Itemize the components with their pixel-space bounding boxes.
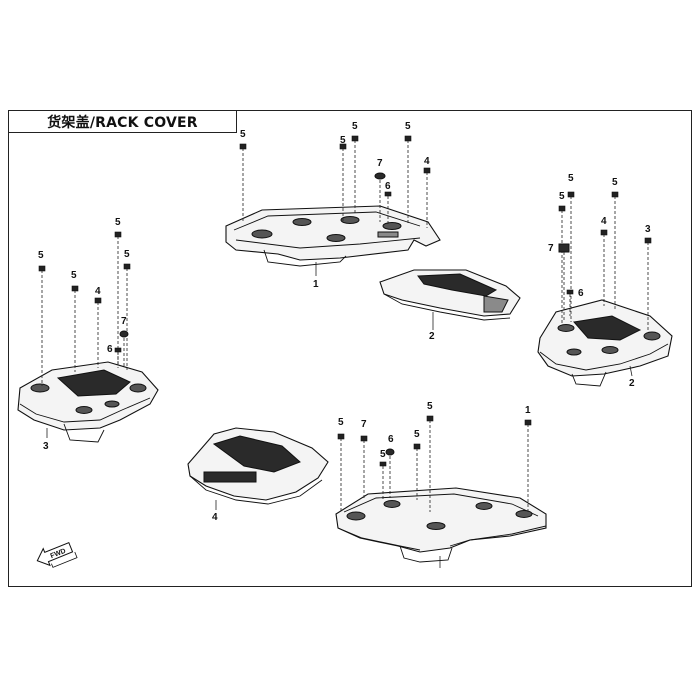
screw-icon [524, 419, 532, 426]
mount-hole [382, 222, 402, 230]
callout-label: 2 [429, 331, 435, 342]
mount-hole [643, 331, 661, 341]
mount-hole [557, 324, 575, 332]
mount-hole [475, 502, 493, 510]
screws-top-center [239, 135, 431, 276]
callout-label: 5 [338, 417, 344, 428]
callout-label: 5 [71, 270, 77, 281]
screw-icon [567, 191, 575, 198]
assembly-cover-lower: 4 [187, 427, 329, 523]
callout-label: 4 [424, 156, 430, 167]
screw-icon [558, 205, 566, 212]
callout-label: 7 [121, 316, 127, 327]
screw-icon [114, 231, 122, 238]
rack-cover-left [17, 361, 159, 431]
mount-hole [346, 511, 366, 521]
callout-label: 6 [388, 434, 394, 445]
callout-label: 4 [95, 286, 101, 297]
grommet-icon [385, 448, 395, 456]
callout-label: 7 [361, 419, 367, 430]
mount-hole [426, 522, 446, 530]
grommet-icon [119, 330, 129, 338]
assembly-top-center: 5 5 5 7 6 4 1 5 [225, 121, 441, 290]
slot [377, 231, 399, 238]
screw-icon [404, 135, 412, 142]
clip-icon [566, 289, 574, 295]
callout-label: 1 [313, 279, 319, 290]
mount-hole [292, 218, 312, 226]
diagram-frame [8, 110, 692, 587]
callout-label: 5 [405, 121, 411, 132]
screw-icon [337, 433, 345, 440]
callout-label: 7 [377, 158, 383, 169]
callout-label: 5 [414, 429, 420, 440]
clip-icon [384, 191, 392, 197]
callout-label: 5 [612, 177, 618, 188]
mount-hole [340, 216, 360, 224]
logo-plate [203, 471, 257, 483]
mount-hole [129, 383, 147, 393]
fwd-arrow-icon: FWD [36, 541, 78, 568]
screw-icon [339, 143, 347, 150]
callout-label: 7 [548, 243, 554, 254]
callout-label: 1 [525, 405, 531, 416]
screw-icon [413, 443, 421, 450]
mount-hole [251, 229, 273, 239]
callout-label: 5 [352, 121, 358, 132]
screw-icon [38, 265, 46, 272]
assembly-left: 5 5 5 4 7 6 5 3 [17, 217, 159, 452]
callout-label: 5 [559, 191, 565, 202]
callout-label: 5 [427, 401, 433, 412]
mount-hole [104, 400, 120, 408]
screw-icon [644, 237, 652, 244]
screw-icon [611, 191, 619, 198]
callout-label: 6 [107, 344, 113, 355]
screw-icon [123, 263, 131, 270]
callout-label: 3 [43, 441, 49, 452]
mount-hole [326, 234, 346, 242]
callout-label: 6 [578, 288, 584, 299]
mount-hole [383, 500, 401, 508]
mount-hole [566, 348, 582, 356]
mount-hole [601, 346, 619, 354]
assembly-lower-right: 5 7 6 5 5 5 1 [335, 401, 547, 568]
screw-icon [600, 229, 608, 236]
callout-label: 4 [212, 512, 218, 523]
diagram-title: 货架盖/RACK COVER [47, 114, 198, 131]
callout-label: 5 [124, 249, 130, 260]
screw-icon [94, 297, 102, 304]
mount-hole [30, 383, 50, 393]
rack-cover-base-lower [335, 487, 547, 553]
mount-hole [515, 510, 533, 518]
callout-label: 2 [629, 378, 635, 389]
callout-label: 5 [115, 217, 121, 228]
callout-label: 6 [385, 181, 391, 192]
assembly-cover-mid: 2 [379, 269, 521, 342]
screw-icon [239, 143, 247, 150]
clip-icon [379, 461, 387, 467]
screw-icon [360, 435, 368, 442]
callout-label: 5 [568, 173, 574, 184]
grommet-icon [558, 243, 570, 253]
title-box: 货架盖/RACK COVER [8, 110, 237, 133]
clip-icon [114, 347, 122, 353]
screw-icon [351, 135, 359, 142]
screw-icon [423, 167, 431, 174]
grommet-icon [374, 172, 386, 180]
callout-label: 5 [380, 449, 386, 460]
callout-label: 5 [340, 135, 346, 146]
screw-icon [426, 415, 434, 422]
mount-hole [75, 406, 93, 414]
screw-icon [71, 285, 79, 292]
callout-label: 5 [240, 129, 246, 140]
callout-label: 4 [601, 216, 607, 227]
callout-label: 3 [645, 224, 651, 235]
assembly-right: 5 5 5 4 7 6 3 2 [537, 173, 673, 389]
rack-cover-base-top-rim [233, 211, 421, 249]
callout-label: 5 [38, 250, 44, 261]
